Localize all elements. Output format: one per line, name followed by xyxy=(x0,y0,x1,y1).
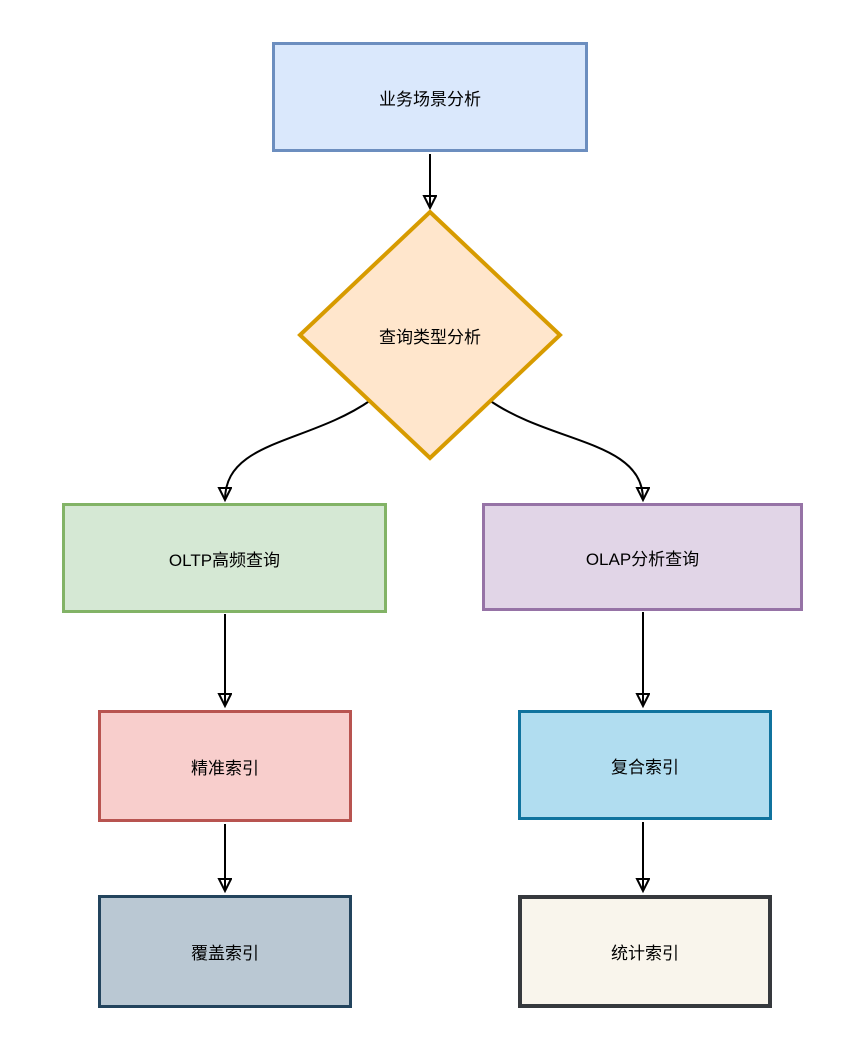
diamond-shape xyxy=(297,209,563,461)
node-oltp-high-frequency-query: OLTP高频查询 xyxy=(62,503,387,613)
node-composite-index: 复合索引 xyxy=(518,710,772,820)
node-statistical-index: 统计索引 xyxy=(518,895,772,1008)
node-precise-index: 精准索引 xyxy=(98,710,352,822)
node-label: 覆盖索引 xyxy=(191,944,259,963)
diamond-polygon xyxy=(297,209,563,461)
node-business-scenario-analysis: 业务场景分析 xyxy=(272,42,588,152)
node-olap-analysis-query: OLAP分析查询 xyxy=(482,503,803,611)
node-label: 精准索引 xyxy=(191,758,259,778)
node-label: OLTP高频查询 xyxy=(168,550,281,570)
node-label: 统计索引 xyxy=(611,944,679,963)
node-label: 业务场景分析 xyxy=(379,89,481,109)
node-query-type-analysis: 查询类型分析 xyxy=(296,208,564,462)
node-label: OLAP分析查询 xyxy=(585,549,700,569)
node-covering-index: 覆盖索引 xyxy=(98,895,352,1008)
node-label: 复合索引 xyxy=(611,757,679,777)
node-label: 查询类型分析 xyxy=(379,327,481,347)
